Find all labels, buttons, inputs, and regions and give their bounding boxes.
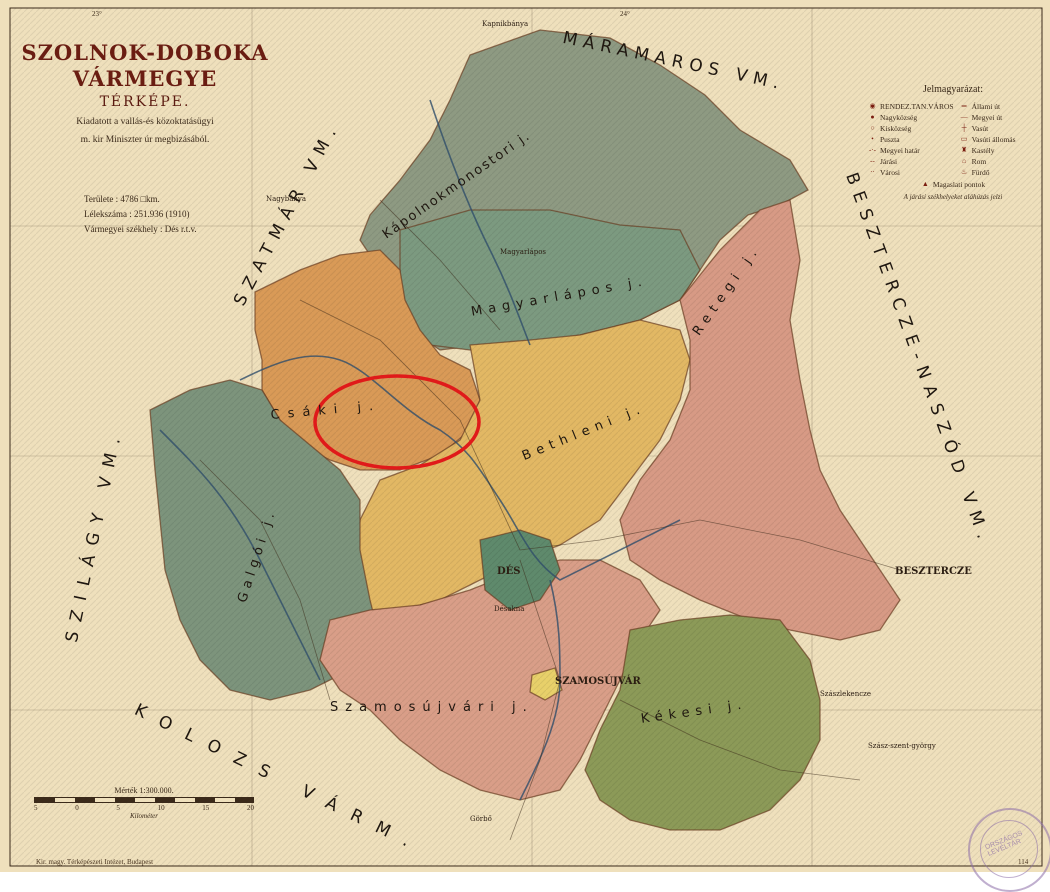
dotted-line-icon: ·· <box>870 168 875 176</box>
coord-top-right: 24° <box>620 10 630 18</box>
dash-dot-icon: -·- <box>869 146 876 154</box>
subtitle-line2: m. kir Miniszter úr megbizásából. <box>80 135 210 145</box>
small-circle-icon: ○ <box>870 124 875 132</box>
ruin-icon: ⌂ <box>961 157 967 165</box>
label-town-szaszszentgyorgy[interactable]: Szász-szent-györgy <box>868 742 936 750</box>
legend-item: ··Városi <box>868 167 954 177</box>
stats-block: Területe : 4786 □km. Lélekszáma : 251.93… <box>84 192 284 237</box>
dashed-line-icon: -- <box>870 157 875 165</box>
relief-hatching <box>10 8 1042 866</box>
scale-label: Mérték 1:300.000. <box>114 786 174 795</box>
label-town-magyarlapos[interactable]: Magyarlápos <box>500 248 546 256</box>
scale-line <box>34 797 254 803</box>
title-line1: SZOLNOK-DOBOKA <box>21 40 269 65</box>
label-town-nagybanya[interactable]: Nagybánya <box>266 195 307 203</box>
label-town-desakna[interactable]: Désakna <box>494 605 525 613</box>
legend-item: ●Nagyközség <box>868 112 954 122</box>
line-icon: — <box>960 113 968 121</box>
legend-item: ┼Vasút <box>960 123 1038 133</box>
legend-item: ⌂Rom <box>960 156 1038 166</box>
legend-item: ◉RENDEZ.TAN.VÁROS <box>869 101 954 111</box>
label-city-beszterce[interactable]: BESZTERCZE <box>895 566 972 577</box>
legend-item: ♜Kastély <box>960 145 995 155</box>
highlight-circle[interactable] <box>313 374 481 470</box>
circle-dot-icon: ◉ <box>869 102 876 110</box>
scale-ticks: 5 0 5 10 15 20 <box>34 804 254 812</box>
stat-area: Területe : 4786 □km. <box>84 194 160 204</box>
stat-population: Lélekszáma : 251.936 (1910) <box>84 209 190 219</box>
legend-note: A járási székhelyeket aláhúzás jelzi <box>903 193 1003 201</box>
roads <box>199 199 901 841</box>
label-city-des[interactable]: DÉS <box>497 566 521 577</box>
railway-icon: ┼ <box>961 124 967 132</box>
map-title-block: SZOLNOK-DOBOKA VÁRMEGYE TÉRKÉPE. Kiadato… <box>20 40 270 146</box>
stat-seat: Vármegyei székhely : Dés r.t.v. <box>84 224 197 234</box>
label-town-szaszlekence[interactable]: Szászlekencze <box>820 690 871 698</box>
station-icon: ▭ <box>960 135 968 143</box>
legend-item: ○Kisközség <box>868 123 954 133</box>
label-city-szamosujvar[interactable]: SZAMOSÚJVÁR <box>555 676 641 687</box>
legend-item: ♨Fürdő <box>960 167 990 177</box>
title-line3: TÉRKÉPE. <box>99 94 191 110</box>
dot-icon: • <box>871 135 874 143</box>
label-town-kapnikbanya[interactable]: Kapnikbánya <box>482 20 529 28</box>
legend-item: ▭Vasúti állomás <box>960 134 1016 144</box>
legend: Jelmagyarázat: ◉RENDEZ.TAN.VÁROS ═Állami… <box>868 84 1038 201</box>
filled-circle-icon: ● <box>870 113 875 121</box>
title-line2: VÁRMEGYE <box>72 66 218 91</box>
triangle-icon: ▲ <box>921 180 929 188</box>
scale-bar: Mérték 1:300.000. 5 0 5 10 15 20 Kilomét… <box>34 786 254 820</box>
imprint: Kir. magy. Térképészeti Intézet, Budapes… <box>36 858 154 866</box>
label-district-szamosujvari: Szamosújvári j. <box>330 700 534 715</box>
legend-item: ═Állami út <box>960 101 1038 111</box>
coord-top-left: 23° <box>92 10 102 18</box>
legend-item: --Járási <box>868 156 954 166</box>
legend-item: •Puszta <box>868 134 954 144</box>
legend-item: -·-Megyei határ <box>869 145 920 155</box>
castle-icon: ♜ <box>960 146 968 154</box>
subtitle-line1: Kiadatott a vallás-és közoktatásügyi <box>76 117 214 127</box>
spa-icon: ♨ <box>960 168 968 176</box>
legend-item: —Megyei út <box>960 112 1003 122</box>
legend-item-extra: ▲Magaslati pontok <box>921 179 986 189</box>
legend-title: Jelmagyarázat: <box>923 84 983 95</box>
scale-unit: Kilométer <box>130 812 158 820</box>
label-town-gorbo[interactable]: Görbő <box>470 815 492 823</box>
county-map[interactable] <box>0 0 1050 872</box>
legend-grid: ◉RENDEZ.TAN.VÁROS ═Állami út ●Nagyközség… <box>868 101 1038 177</box>
double-line-icon: ═ <box>961 102 967 110</box>
